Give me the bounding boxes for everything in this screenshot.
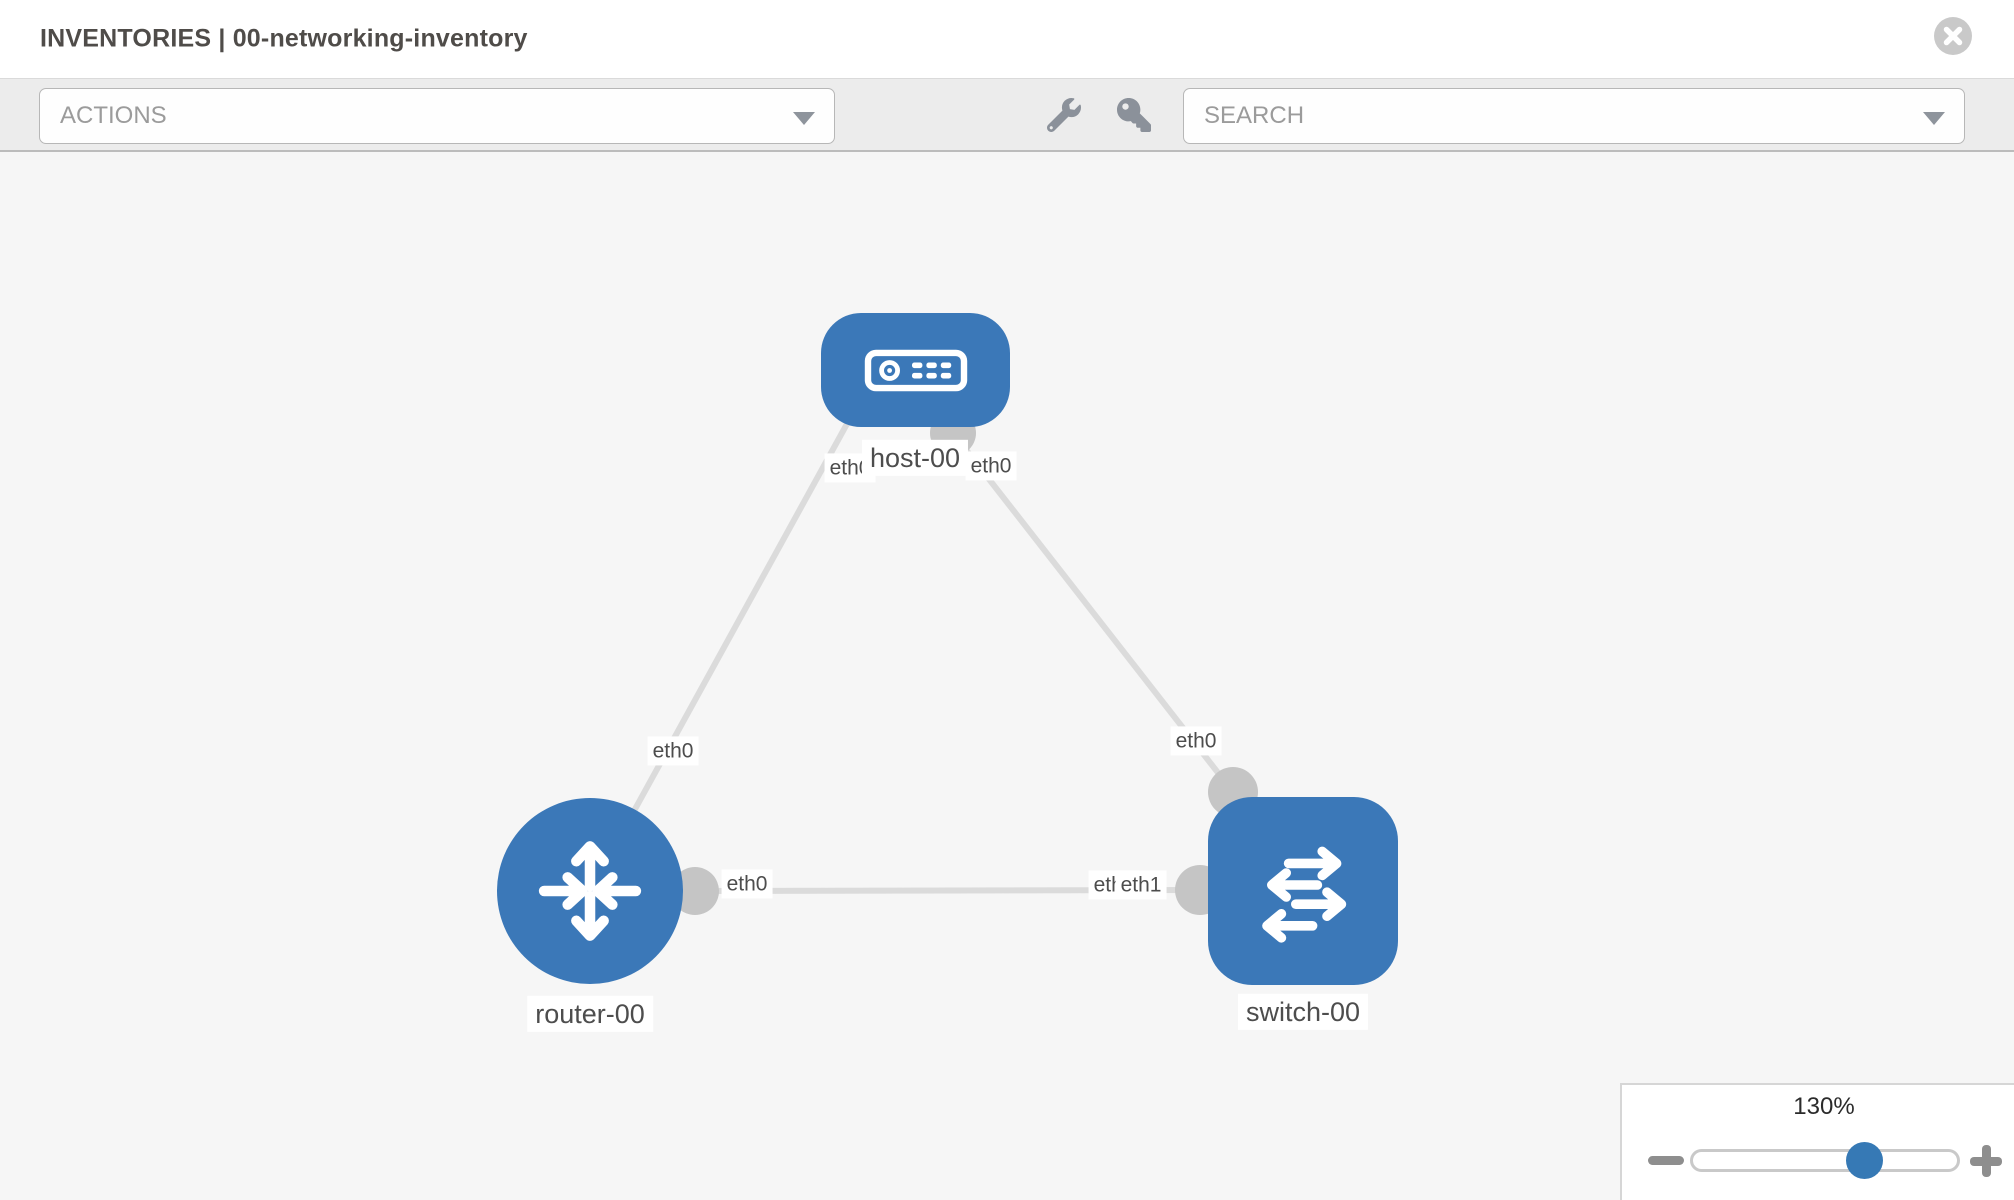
node-router-00[interactable] bbox=[497, 798, 683, 984]
close-icon bbox=[1934, 17, 1972, 55]
key-icon bbox=[1117, 98, 1151, 132]
router-icon bbox=[538, 841, 642, 941]
configure-button[interactable] bbox=[1046, 98, 1082, 134]
interface-label-switch-eth1: eth1 bbox=[1115, 870, 1167, 900]
zoom-slider-thumb[interactable] bbox=[1846, 1142, 1883, 1179]
credentials-button[interactable] bbox=[1116, 98, 1152, 134]
search-dropdown[interactable]: SEARCH bbox=[1183, 88, 1965, 144]
node-host-00[interactable] bbox=[821, 313, 1010, 427]
link-host-router bbox=[587, 380, 873, 893]
node-label-switch-00: switch-00 bbox=[1237, 993, 1369, 1031]
interface-port-router-eth0 bbox=[671, 867, 719, 915]
zoom-control-panel: 130% bbox=[1620, 1083, 2014, 1200]
host-icon bbox=[864, 349, 967, 391]
page-header: INVENTORIES | 00-networking-inventory bbox=[0, 0, 2014, 78]
node-switch-00[interactable] bbox=[1208, 797, 1398, 985]
zoom-slider-track[interactable] bbox=[1690, 1149, 1960, 1172]
close-button[interactable] bbox=[1933, 16, 1973, 56]
node-label-router-00: router-00 bbox=[527, 995, 653, 1033]
chevron-down-icon bbox=[1923, 112, 1945, 125]
zoom-out-button[interactable] bbox=[1648, 1156, 1684, 1165]
interface-label-router-eth0: eth0 bbox=[721, 869, 773, 899]
zoom-level-value: 130% bbox=[1793, 1093, 1855, 1120]
page-title: INVENTORIES | 00-networking-inventory bbox=[40, 24, 528, 53]
wrench-icon bbox=[1046, 98, 1081, 133]
topology-canvas[interactable]: host-00 router-00 switch-00 eth0 eth0 et… bbox=[0, 152, 2014, 1200]
actions-dropdown[interactable]: ACTIONS bbox=[39, 88, 835, 144]
chevron-down-icon bbox=[793, 112, 815, 125]
interface-label-host-eth0-right: eth0 bbox=[965, 451, 1017, 481]
zoom-in-button[interactable] bbox=[1970, 1145, 2002, 1177]
toolbar: ACTIONS SEARCH bbox=[0, 78, 2014, 152]
search-dropdown-label: SEARCH bbox=[1204, 102, 1305, 129]
node-label-host-00: host-00 bbox=[861, 439, 969, 477]
switch-icon bbox=[1262, 846, 1347, 943]
interface-label-switch-eth0: eth0 bbox=[1170, 726, 1222, 756]
interface-label-router-eth0-up: eth0 bbox=[647, 736, 699, 766]
actions-dropdown-label: ACTIONS bbox=[60, 102, 167, 129]
topology-edges bbox=[587, 380, 1258, 915]
